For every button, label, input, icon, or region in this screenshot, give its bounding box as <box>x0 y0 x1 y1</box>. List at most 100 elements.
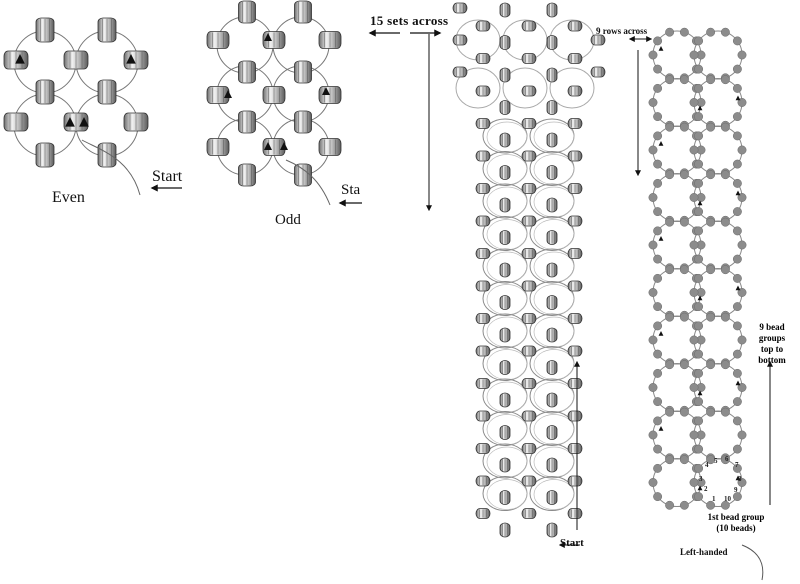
bead-number-10: 10 <box>724 495 731 503</box>
odd-start-label: Sta <box>341 182 361 198</box>
bead <box>546 392 558 408</box>
seed-bead <box>665 265 675 275</box>
seed-bead <box>737 50 747 60</box>
direction-triangle <box>658 331 664 336</box>
seed-bead <box>720 500 730 510</box>
seed-bead <box>689 288 699 297</box>
bead <box>499 132 511 148</box>
seed-bead <box>694 226 704 236</box>
bead-number-1: 1 <box>712 495 716 503</box>
bead <box>294 0 312 24</box>
direction-triangle <box>697 295 703 301</box>
seed-bead <box>694 254 704 264</box>
bead <box>206 31 230 49</box>
seed-bead <box>694 463 704 473</box>
bead <box>567 53 583 64</box>
bead <box>35 17 55 43</box>
bead <box>546 67 558 83</box>
direction-triangle <box>658 426 664 431</box>
bead <box>452 34 468 46</box>
seed-bead <box>732 368 742 378</box>
bead <box>499 165 511 180</box>
seed-bead <box>665 170 675 180</box>
seed-bead <box>679 27 689 37</box>
seed-bead <box>706 312 716 322</box>
bead <box>475 85 491 97</box>
seed-bead <box>648 240 658 250</box>
bead <box>97 79 117 105</box>
seed-bead <box>653 254 663 264</box>
bead <box>123 112 149 132</box>
bead <box>521 215 537 227</box>
seed-bead <box>679 265 689 275</box>
seed-bead <box>689 383 699 392</box>
bead <box>475 443 491 454</box>
seed-bead <box>706 500 716 510</box>
seed-bead <box>694 131 704 141</box>
seed-bead <box>732 397 742 407</box>
seed-bead <box>706 407 716 417</box>
seed-bead <box>732 178 742 188</box>
bead <box>238 110 256 134</box>
nine-rows-label: 9 rows across <box>596 26 648 36</box>
seed-bead <box>737 145 747 155</box>
seed-bead <box>653 64 663 74</box>
direction-triangle <box>735 190 741 196</box>
bead <box>546 490 558 505</box>
direction-triangle <box>79 117 89 127</box>
seed-bead <box>653 112 663 122</box>
seed-bead <box>679 75 689 85</box>
seed-bead <box>694 207 704 217</box>
bead <box>546 197 558 213</box>
bead <box>475 20 491 32</box>
bead <box>521 248 537 259</box>
bead <box>63 50 89 70</box>
seed-bead <box>732 207 742 217</box>
seed-bead <box>694 321 704 331</box>
bead <box>499 230 511 245</box>
seed-bead <box>732 159 742 169</box>
seed-bead <box>648 478 658 487</box>
bead <box>590 66 606 78</box>
bead <box>499 425 511 440</box>
seed-bead <box>706 170 716 180</box>
seed-bead <box>648 193 658 202</box>
bead <box>206 138 230 156</box>
direction-triangle <box>658 236 664 241</box>
seed-bead <box>689 98 699 107</box>
bead <box>499 197 511 213</box>
seed-bead <box>720 407 730 417</box>
seed-bead <box>720 312 730 322</box>
seed-bead <box>732 131 742 141</box>
seed-bead <box>653 416 663 426</box>
bead <box>521 410 537 422</box>
seed-bead <box>732 273 742 283</box>
bead <box>567 280 583 292</box>
bead-number-7: 7 <box>735 461 739 469</box>
nine-bead-line-4: bottom <box>758 355 786 365</box>
bead-number-9: 9 <box>734 486 738 494</box>
bead <box>475 118 491 129</box>
seed-bead <box>694 64 704 74</box>
bead <box>475 475 491 487</box>
first-bead-line-1: 1st bead group <box>707 512 765 522</box>
bead <box>567 150 583 162</box>
seed-bead <box>706 122 716 132</box>
bead <box>521 183 537 194</box>
bead <box>567 248 583 259</box>
nine-bead-line-2: groups <box>758 333 786 343</box>
bead <box>521 150 537 162</box>
bead <box>567 508 583 519</box>
seed-bead <box>732 64 742 74</box>
thread-loop-inner <box>533 479 575 510</box>
bead <box>521 378 537 389</box>
bead <box>521 53 537 64</box>
seed-bead <box>648 288 658 297</box>
seed-bead <box>653 36 663 46</box>
bead <box>499 100 511 115</box>
seed-bead <box>694 273 704 283</box>
seed-bead <box>653 207 663 217</box>
direction-triangle <box>322 87 330 95</box>
bead <box>546 230 558 245</box>
direction-triangle <box>224 90 232 98</box>
